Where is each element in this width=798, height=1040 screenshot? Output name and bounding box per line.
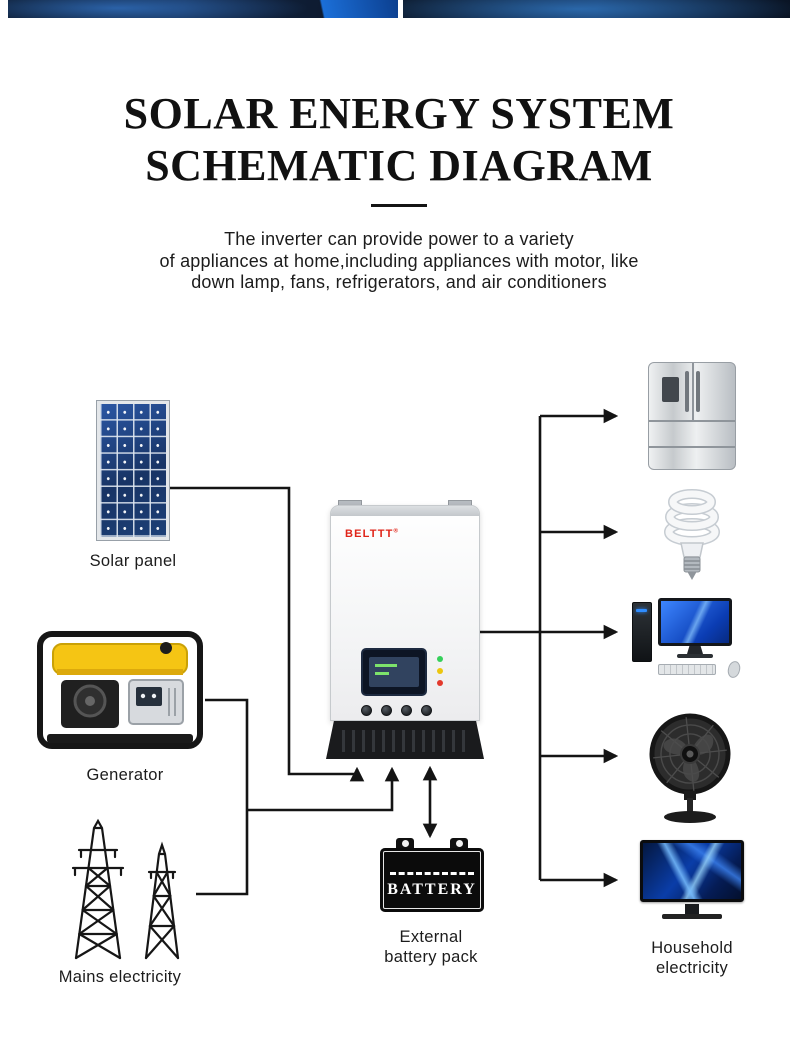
inverter-body: BELTTT® — [330, 505, 480, 721]
refrigerator-handle-left — [685, 371, 690, 412]
tv-icon — [640, 840, 744, 932]
inverter-led-yellow — [437, 668, 443, 674]
inverter-button — [421, 705, 432, 716]
battery-label: External battery pack — [366, 927, 496, 967]
battery-terminal-right — [450, 838, 468, 850]
refrigerator-handle-right — [696, 371, 701, 412]
page-title-line1: SOLAR ENERGY SYSTEM — [123, 89, 675, 138]
refrigerator-drawer-line — [649, 445, 735, 448]
inverter-button — [381, 705, 392, 716]
wire-output-trunk — [480, 416, 542, 880]
inverter-buttons — [361, 705, 432, 716]
inverter-vents — [342, 730, 468, 752]
household-label-line2: electricity — [655, 959, 729, 977]
household-label-line1: Household — [651, 939, 733, 957]
inverter-display — [361, 648, 427, 696]
title-divider — [371, 204, 427, 207]
description-line3: down lamp, fans, refrigerators, and air … — [191, 272, 607, 292]
refrigerator-mid-line — [649, 420, 735, 423]
inverter-top-strip — [331, 506, 479, 516]
solar-panel-cells — [100, 404, 166, 537]
battery-body: BATTERY — [380, 848, 484, 912]
wire-generator-mains-bus — [196, 698, 249, 896]
battery-label-line1: External — [399, 928, 463, 946]
inverter-brand-mark: ® — [393, 528, 400, 535]
tv-stand-neck — [685, 904, 699, 914]
wire-solar-to-inverter — [170, 486, 365, 782]
refrigerator-dispenser — [661, 376, 679, 402]
page-title: SOLAR ENERGY SYSTEM SCHEMATIC DIAGRAM — [0, 88, 798, 192]
pc-monitor-base — [677, 654, 713, 658]
mains-electricity-label: Mains electricity — [58, 968, 182, 986]
battery-dashed-line — [390, 872, 474, 875]
battery-icon: BATTERY — [380, 838, 484, 912]
battery-label-line2: battery pack — [384, 948, 478, 966]
inverter-brand-text: BELTTT — [345, 528, 394, 540]
inverter-brand: BELTTT® — [345, 528, 399, 540]
tv-stand-base — [662, 914, 722, 919]
inverter-icon: BELTTT® — [326, 500, 484, 759]
top-banner-right — [403, 0, 790, 18]
generator-label: Generator — [86, 766, 164, 784]
household-electricity-label: Household electricity — [612, 938, 772, 978]
description-line1: The inverter can provide power to a vari… — [224, 229, 574, 249]
description-line2: of appliances at home,including applianc… — [159, 250, 639, 271]
pc-keyboard — [658, 664, 716, 675]
transmission-towers-icon — [71, 818, 180, 960]
inverter-base — [326, 721, 484, 759]
pc-tower-led — [636, 609, 647, 612]
solar-panel-label: Solar panel — [89, 552, 177, 570]
refrigerator-icon — [648, 362, 736, 470]
inverter-button — [361, 705, 372, 716]
desktop-computer-icon — [632, 598, 748, 680]
wire-ac-input-to-inverter — [247, 766, 400, 812]
inverter-leds — [437, 656, 443, 686]
generator-icon — [37, 631, 203, 749]
inverter-button — [401, 705, 412, 716]
pc-tower — [632, 602, 652, 662]
pc-monitor-stand — [687, 646, 703, 654]
inverter-lcd — [369, 657, 419, 687]
inverter-led-green — [437, 656, 443, 662]
pc-monitor — [658, 598, 732, 646]
top-banner-left — [8, 0, 398, 18]
pc-screen — [661, 601, 729, 643]
cfl-bulb-icon — [664, 489, 720, 580]
battery-terminal-left — [396, 838, 414, 850]
fan-icon — [649, 713, 731, 823]
solar-panel-icon — [96, 400, 170, 541]
tv-screen — [640, 840, 744, 902]
refrigerator-door-split — [692, 363, 694, 421]
page-description: The inverter can provide power to a vari… — [0, 229, 798, 294]
battery-panel-text: BATTERY — [387, 881, 477, 898]
page-title-line2: SCHEMATIC DIAGRAM — [145, 141, 653, 190]
pc-mouse — [726, 659, 742, 680]
inverter-led-red — [437, 680, 443, 686]
